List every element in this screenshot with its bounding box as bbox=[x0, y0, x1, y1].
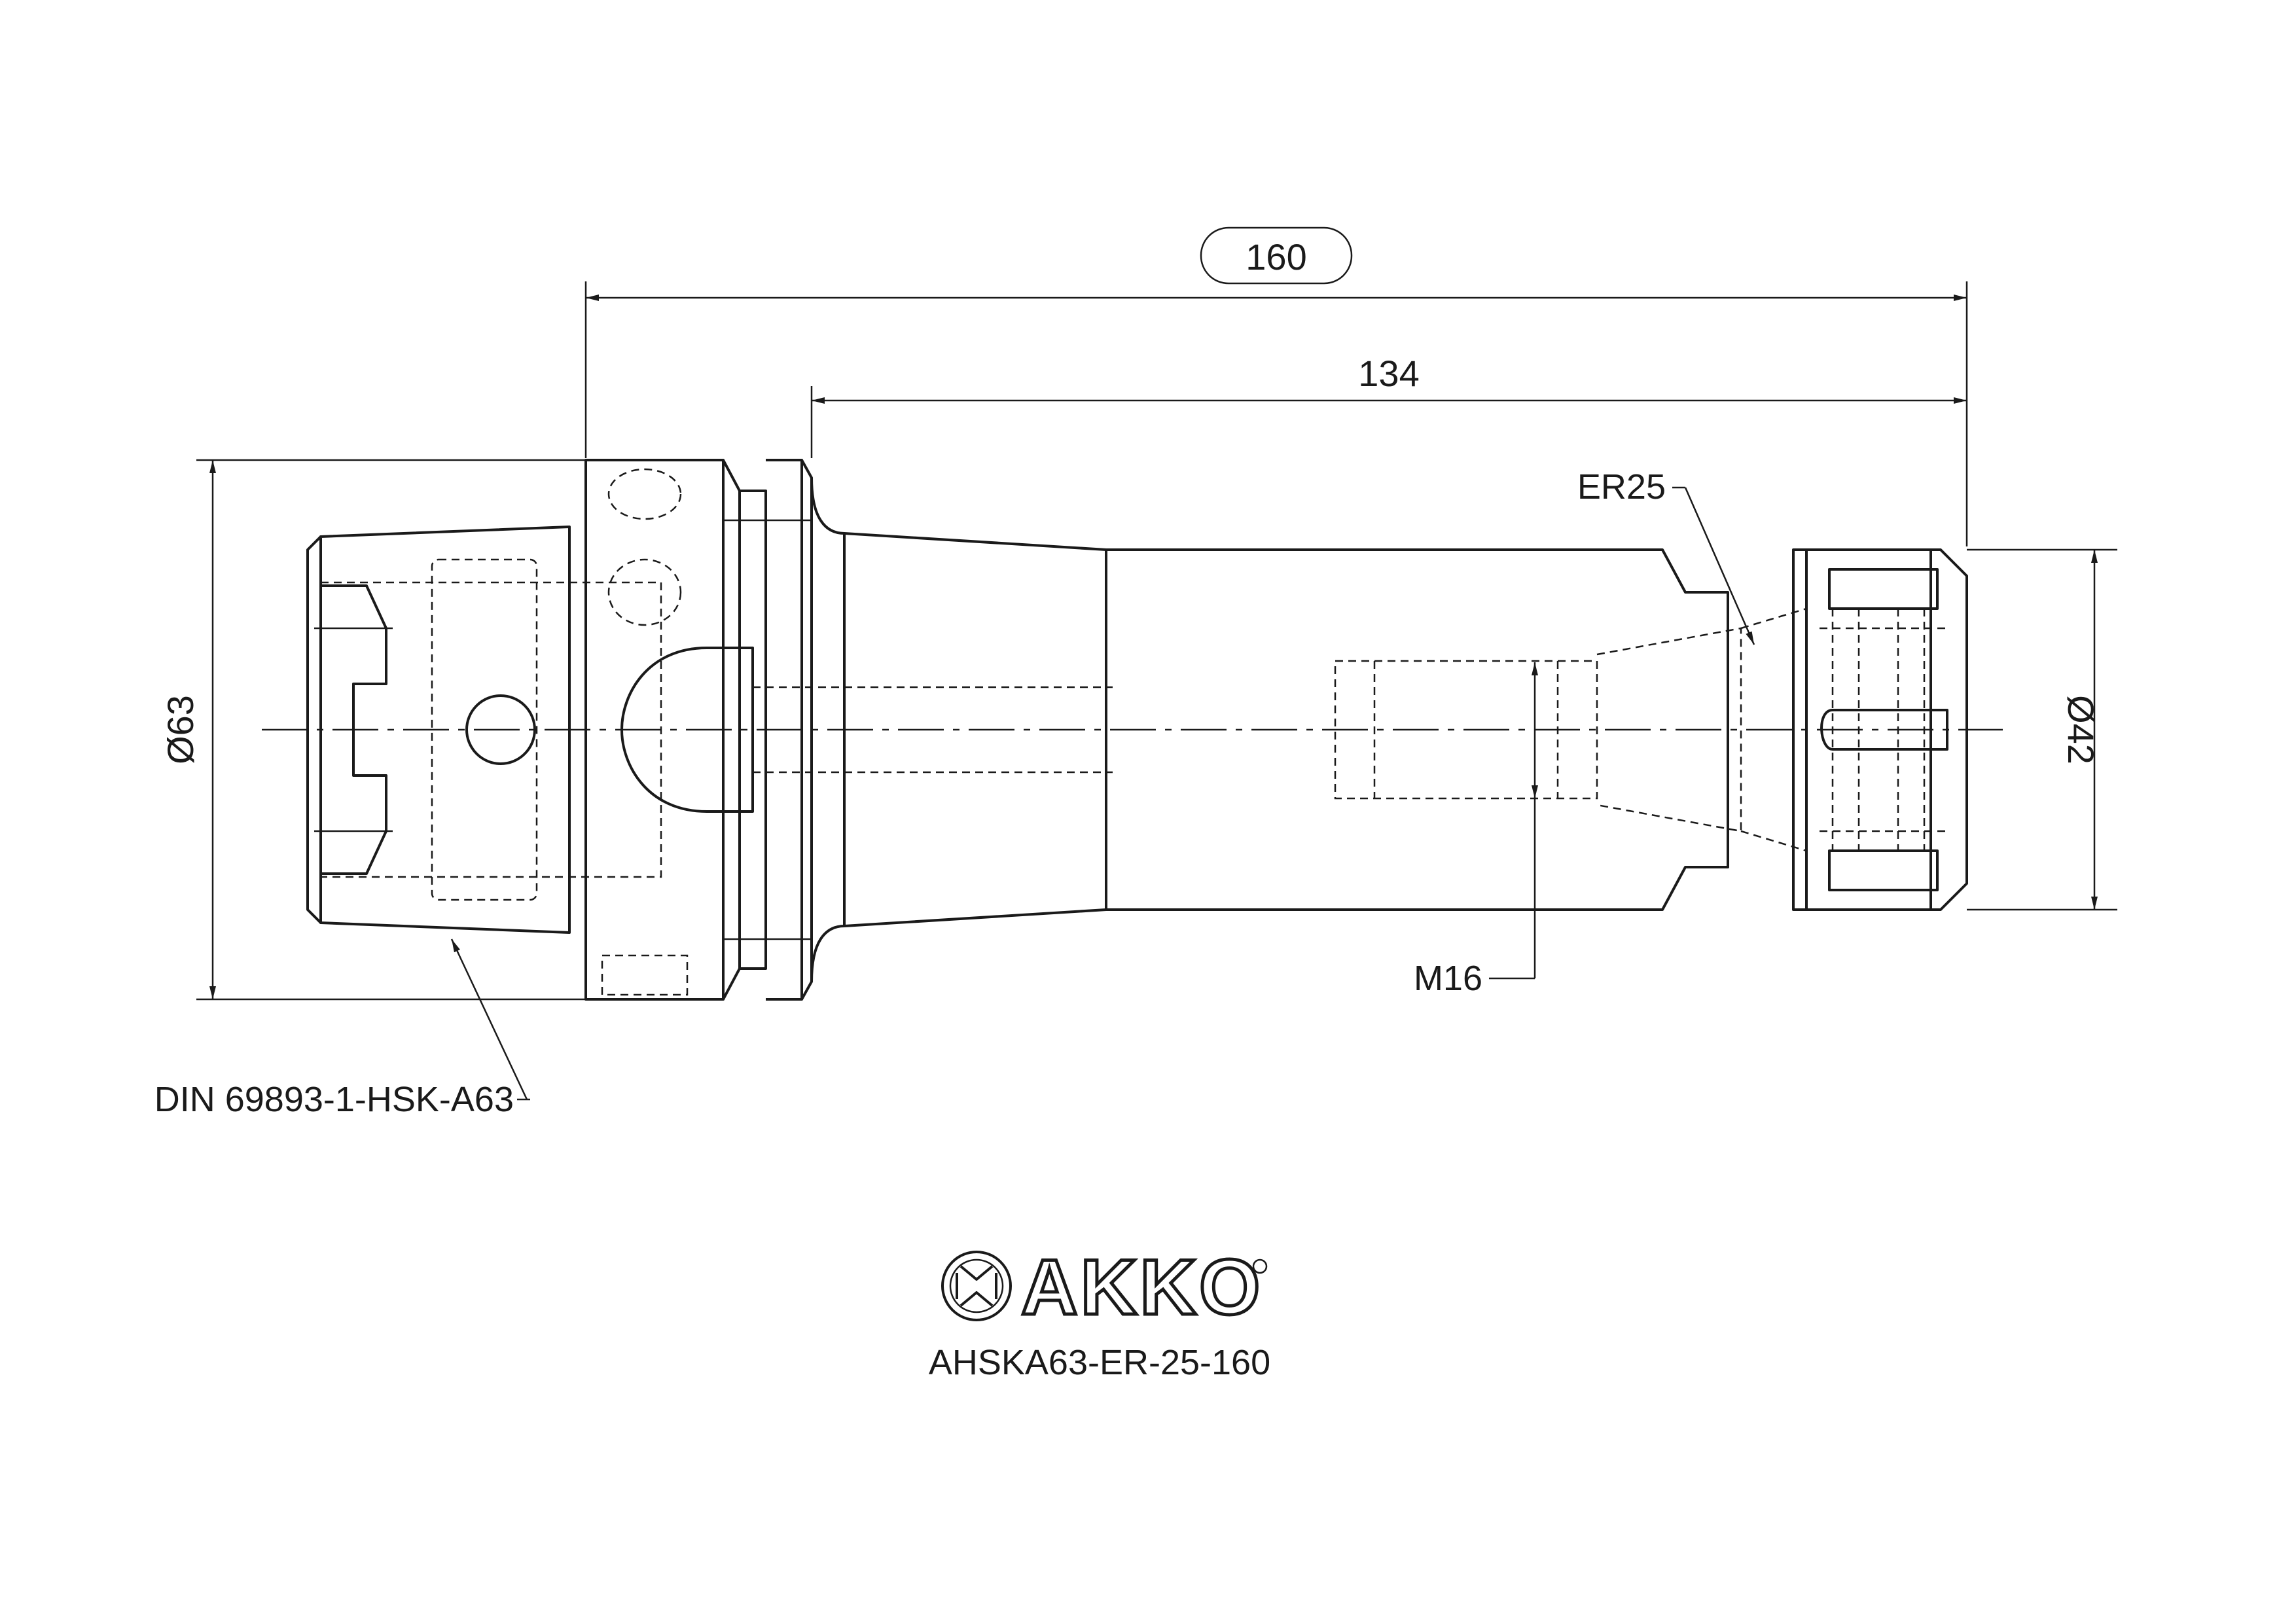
product-code: AHSKA63-ER-25-160 bbox=[929, 1343, 1270, 1382]
svg-text:M16: M16 bbox=[1414, 959, 1482, 998]
coolant-hole bbox=[465, 694, 536, 765]
callout-er25: ER25 bbox=[1577, 467, 1755, 645]
svg-text:ER25: ER25 bbox=[1577, 467, 1666, 507]
akko-logo: AKKO bbox=[941, 1242, 1268, 1333]
dim-flange-diameter: Ø63 bbox=[160, 459, 586, 1001]
dim-nut-diameter: Ø42 bbox=[1967, 548, 2117, 911]
hsk-taper bbox=[306, 526, 662, 934]
shank bbox=[810, 477, 1807, 982]
registered-mark-icon bbox=[1252, 1258, 1268, 1274]
callout-m16: M16 bbox=[1414, 662, 1538, 998]
callout-din-taper: DIN 69893-1-HSK-A63 bbox=[154, 938, 530, 1119]
svg-text:DIN 69893-1-HSK-A63: DIN 69893-1-HSK-A63 bbox=[154, 1080, 514, 1119]
svg-text:Ø63: Ø63 bbox=[160, 695, 201, 764]
akko-emblem-icon bbox=[941, 1251, 1012, 1321]
er-nut bbox=[1792, 548, 1968, 911]
flange bbox=[584, 459, 1113, 1001]
dim-overall-length: 160 bbox=[584, 226, 1968, 546]
svg-text:AKKO: AKKO bbox=[1021, 1243, 1263, 1331]
svg-text:160: 160 bbox=[1246, 236, 1306, 277]
dim-shank-length: 134 bbox=[810, 353, 1967, 458]
svg-text:134: 134 bbox=[1358, 353, 1419, 394]
svg-text:Ø42: Ø42 bbox=[2060, 695, 2102, 764]
